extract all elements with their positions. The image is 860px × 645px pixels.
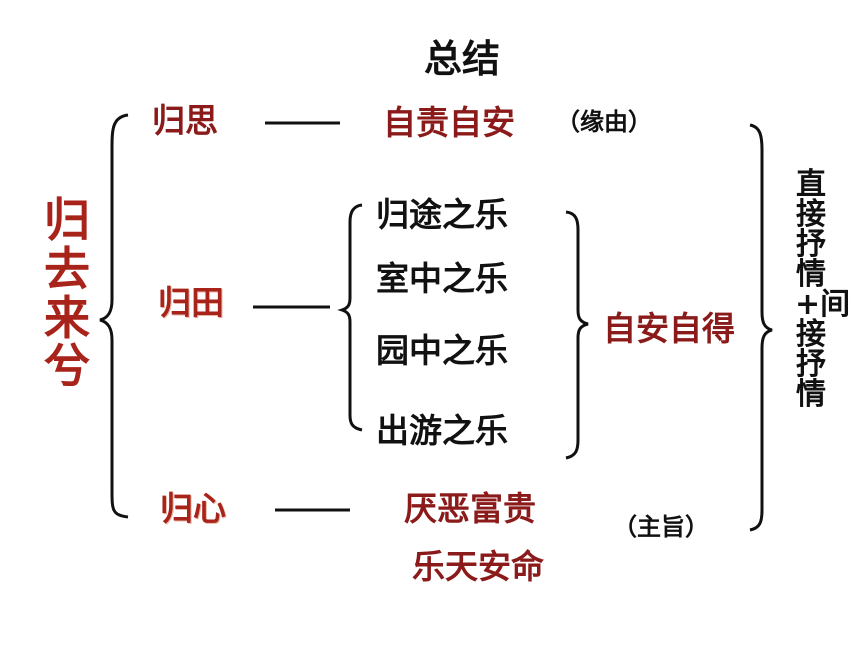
branch-result-guitian: 自安自得 <box>603 309 735 348</box>
summary-vertical: 直接抒情+间接抒情 <box>795 167 851 412</box>
branch-result-guixin-1: 厌恶富贵 <box>404 489 536 528</box>
inner-left-brace <box>337 203 363 432</box>
note-theme: （主旨） <box>613 513 709 541</box>
page-title: 总结 <box>424 37 501 81</box>
right-brace <box>749 123 773 532</box>
root-label: 归去来兮 <box>44 193 90 394</box>
branch-label-guitian: 归田 <box>158 283 224 322</box>
branch-label-guisi: 归思 <box>152 101 218 140</box>
list-item-yuanzhong: 园中之乐 <box>376 331 508 370</box>
note-reason: （缘由） <box>556 108 652 136</box>
list-item-chuyou: 出游之乐 <box>376 411 508 450</box>
list-item-shizhong: 室中之乐 <box>376 259 508 298</box>
branch-result-guixin-2: 乐天安命 <box>412 547 544 586</box>
left-brace <box>99 113 129 519</box>
branch-label-guixin: 归心 <box>160 489 226 528</box>
branch-result-guisi: 自责自安 <box>383 103 515 142</box>
inner-right-brace <box>565 210 589 460</box>
list-item-guitu: 归途之乐 <box>376 195 508 234</box>
